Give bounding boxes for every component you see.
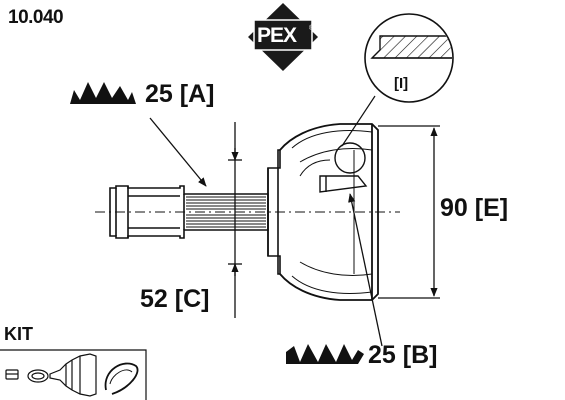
kit-box	[0, 349, 147, 400]
shaft-shoulder	[267, 149, 281, 275]
part-number: 10.040	[8, 7, 64, 28]
detail-callout	[341, 13, 454, 147]
dimension-b-label: 25 [B]	[368, 341, 438, 369]
dimension-e	[378, 125, 440, 299]
kit-label: KIT	[4, 324, 33, 344]
spline-symbol-a	[70, 82, 136, 104]
dimension-c-label: 52 [C]	[140, 285, 210, 313]
spline-teeth	[186, 196, 266, 228]
detail-marker-label: [I]	[394, 75, 409, 92]
spline-symbol-b	[286, 344, 364, 364]
ball-cage	[299, 142, 368, 193]
pex-logo	[248, 3, 318, 71]
dimension-c	[228, 122, 242, 318]
dimension-a	[149, 117, 207, 187]
brand-logo-text: PEX	[257, 24, 297, 47]
joint-housing	[279, 123, 379, 301]
registered-mark: ®	[309, 25, 315, 32]
dimension-b	[348, 193, 383, 347]
dimension-a-label: 25 [A]	[145, 80, 215, 108]
dimension-e-label: 90 [E]	[440, 194, 509, 222]
